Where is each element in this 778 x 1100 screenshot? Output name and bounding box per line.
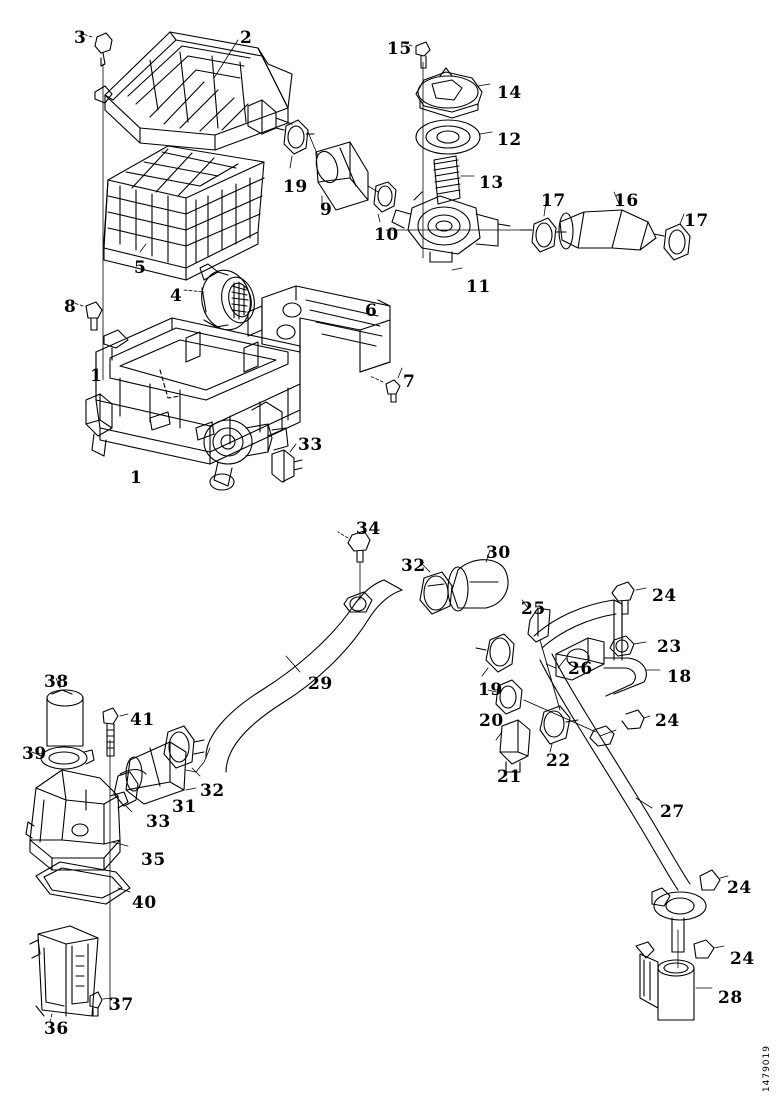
part-reservoir-canister (635, 941, 713, 1021)
part-base-gasket (35, 861, 131, 905)
callout-8: 8 (64, 297, 77, 317)
part-tee-fitting (539, 705, 579, 753)
callout-3: 3 (74, 28, 87, 48)
callout-32-a: 32 (401, 556, 426, 576)
callout-2: 2 (240, 28, 253, 48)
part-air-filter-element (103, 145, 265, 281)
callout-41: 41 (130, 710, 155, 730)
callout-24-b: 24 (655, 711, 680, 731)
part-housing-bolt (73, 301, 103, 331)
callout-4: 4 (170, 286, 183, 306)
part-compressor-outlet (203, 401, 289, 491)
part-filter-canister (46, 677, 84, 747)
callout-21: 21 (497, 767, 522, 787)
part-hose-clamp-a (385, 201, 567, 253)
callout-26: 26 (568, 659, 593, 679)
callout-34: 34 (356, 519, 381, 539)
part-duct-clamp-a (373, 181, 397, 223)
callout-5: 5 (134, 258, 147, 278)
part-connector-clamp-b (475, 633, 515, 677)
part-duct-clamp-small-b (113, 771, 139, 813)
callout-28: 28 (718, 988, 743, 1008)
callout-27: 27 (660, 802, 685, 822)
callout-40: 40 (132, 893, 157, 913)
part-bracket-arm (533, 599, 661, 697)
part-bracket-bolt (369, 367, 403, 403)
callout-17-b: 17 (684, 211, 709, 231)
callout-29: 29 (308, 674, 333, 694)
part-valve-body (391, 191, 511, 263)
callout-37: 37 (109, 995, 134, 1015)
part-duct-clamp-large-a (419, 561, 453, 615)
callout-25: 25 (521, 599, 546, 619)
callout-38: 38 (44, 672, 69, 692)
part-blower-fan (199, 263, 255, 331)
callout-39: 39 (22, 744, 47, 764)
part-mount-nut (609, 635, 647, 657)
part-mounting-bracket (247, 285, 391, 373)
part-main-intake-hose (205, 579, 403, 773)
callout-31: 31 (172, 797, 197, 817)
part-lower-chamber (29, 925, 99, 1023)
part-long-bolt (102, 707, 129, 1011)
part-hose-retainer-bolt (337, 530, 373, 613)
part-elbow-connector (487, 679, 523, 715)
callout-7: 7 (403, 372, 416, 392)
part-elbow-hose (558, 191, 657, 251)
callout-32-b: 32 (200, 781, 225, 801)
part-mount-bolt-b (589, 709, 651, 747)
part-support-bracket (521, 599, 551, 643)
callout-36: 36 (44, 1019, 69, 1039)
part-lower-hose (539, 653, 691, 891)
part-duct-clamp-large-b (163, 725, 205, 777)
callout-16: 16 (614, 191, 639, 211)
callout-33-a: 33 (298, 435, 323, 455)
callout-23: 23 (657, 637, 682, 657)
part-chamber-screw (89, 991, 113, 1017)
part-connector-clamp-a (275, 119, 315, 169)
drawing-code: 1479019 (762, 1044, 772, 1092)
callout-24-c: 24 (727, 878, 752, 898)
callout-35: 35 (141, 850, 166, 870)
part-intercooler-housing (85, 317, 301, 465)
callout-1-b: 1 (130, 468, 143, 488)
part-retaining-clip (79, 32, 113, 381)
callout-22: 22 (546, 751, 571, 771)
callout-6: 6 (365, 301, 378, 321)
callout-30: 30 (486, 543, 511, 563)
part-canister-mount (651, 869, 729, 969)
callout-9: 9 (320, 200, 333, 220)
part-intake-duct (315, 141, 369, 211)
part-cap-screw (401, 41, 431, 259)
part-valve-cap (415, 67, 491, 119)
callout-15: 15 (387, 39, 412, 59)
part-air-cleaner-cover (94, 31, 293, 151)
callout-1-a: 1 (90, 366, 103, 386)
callout-24-a: 24 (652, 586, 677, 606)
callout-12: 12 (497, 130, 522, 150)
callout-20: 20 (479, 711, 504, 731)
callout-10: 10 (374, 225, 399, 245)
callout-13: 13 (479, 173, 504, 193)
callout-33-b: 33 (146, 812, 171, 832)
part-hose-clamp-b (653, 213, 691, 261)
part-solenoid-valve (495, 719, 531, 773)
callout-19-a: 19 (283, 177, 308, 197)
callout-17-a: 17 (541, 191, 566, 211)
part-valve-diaphragm (415, 119, 493, 155)
part-valve-spring (433, 155, 475, 205)
callout-19-b: 19 (478, 680, 503, 700)
callout-11: 11 (466, 277, 491, 297)
part-mount-bolt-a (611, 581, 647, 615)
part-duct-clamp-small-a (271, 443, 303, 483)
part-canister-seal (31, 746, 95, 770)
part-duct-clamp-head (119, 768, 147, 775)
callout-24-d: 24 (730, 949, 755, 969)
part-filter-head-body (25, 769, 129, 871)
callout-14: 14 (497, 83, 522, 103)
callout-18: 18 (667, 667, 692, 687)
